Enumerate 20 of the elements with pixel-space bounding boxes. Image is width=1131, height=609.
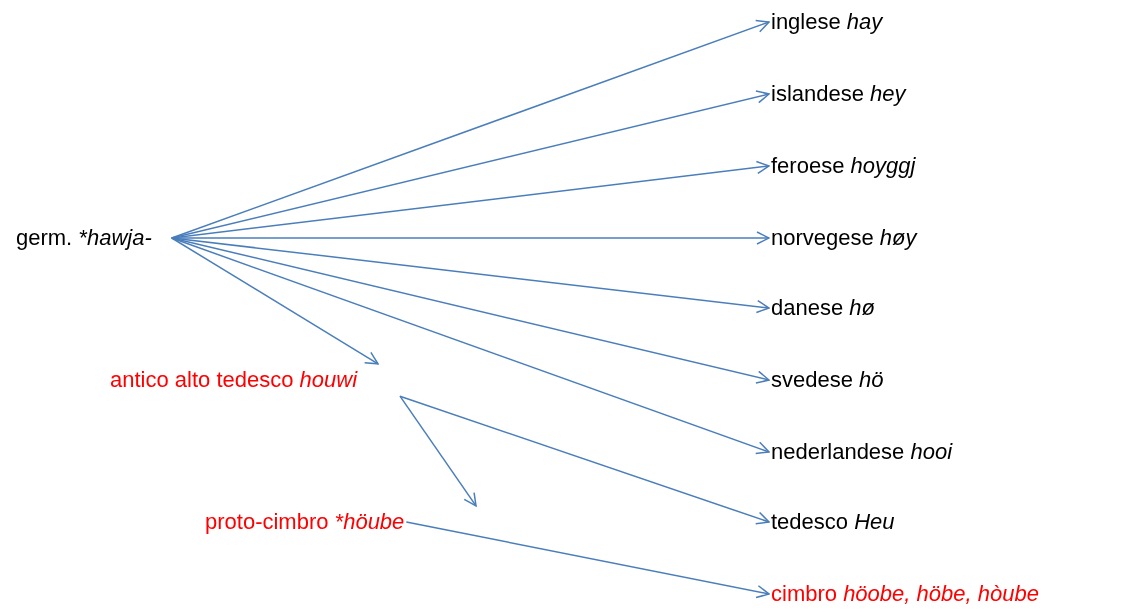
term-label: antico alto tedesco houwi <box>108 363 360 397</box>
term-label: islandese hey <box>769 77 908 111</box>
term-label: danese hø <box>769 291 877 325</box>
term-label: svedese hö <box>769 363 886 397</box>
term-label: inglese hay <box>769 5 885 39</box>
term-label: tedesco Heu <box>769 505 897 539</box>
term-label: germ. *hawja- <box>14 221 172 255</box>
arrow <box>171 231 770 245</box>
arrow <box>171 237 379 365</box>
arrow <box>399 395 477 507</box>
arrow <box>171 19 770 239</box>
term-label: cimbro höobe, höbe, hòube <box>769 577 1041 609</box>
arrow <box>171 237 770 314</box>
arrow <box>399 395 770 525</box>
term-label: feroese hoyggj <box>769 149 918 183</box>
term-label: nederlandese hooi <box>769 435 955 469</box>
term-label: norvegese høy <box>769 221 919 255</box>
arrow <box>171 237 770 455</box>
term-label: proto-cimbro *höube <box>203 505 407 539</box>
arrow <box>405 521 770 599</box>
